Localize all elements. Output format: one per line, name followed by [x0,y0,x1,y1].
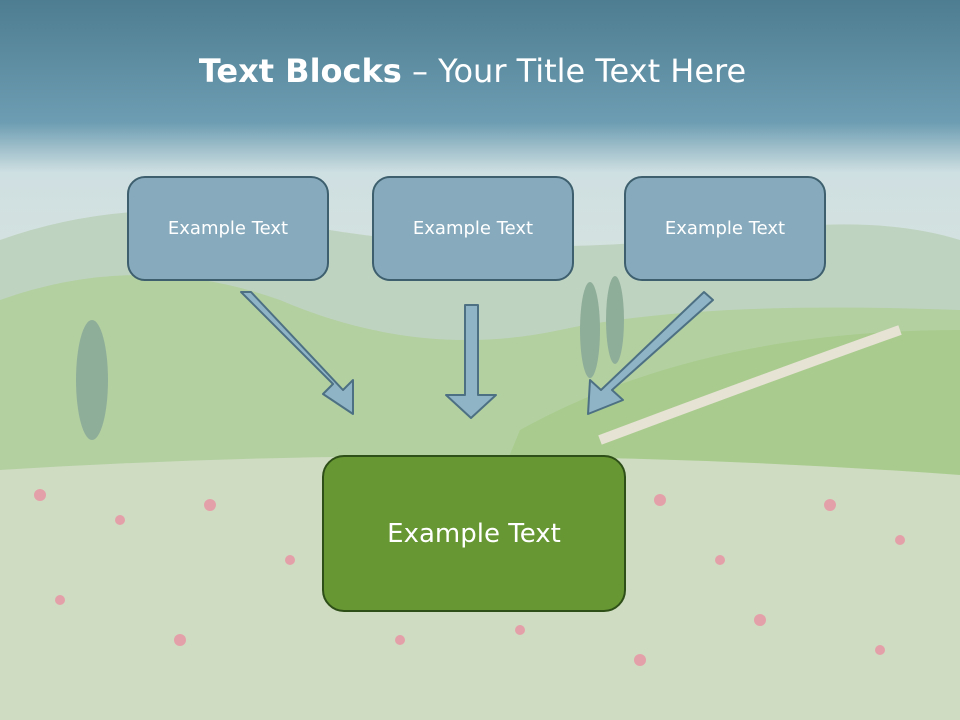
page-title: Text Blocks – Your Title Text Here [0,52,945,90]
text-block-right-label: Example Text [664,218,786,239]
text-block-center[interactable]: Example Text [372,176,574,281]
text-block-left[interactable]: Example Text [127,176,329,281]
text-block-main-label: Example Text [387,518,561,549]
text-block-main[interactable]: Example Text [322,455,626,612]
text-block-left-label: Example Text [167,218,289,239]
text-block-center-label: Example Text [412,218,534,239]
title-separator: – [401,52,439,90]
title-bold: Text Blocks [198,52,402,90]
title-rest: Your Title Text Here [438,52,747,90]
text-block-right[interactable]: Example Text [624,176,826,281]
